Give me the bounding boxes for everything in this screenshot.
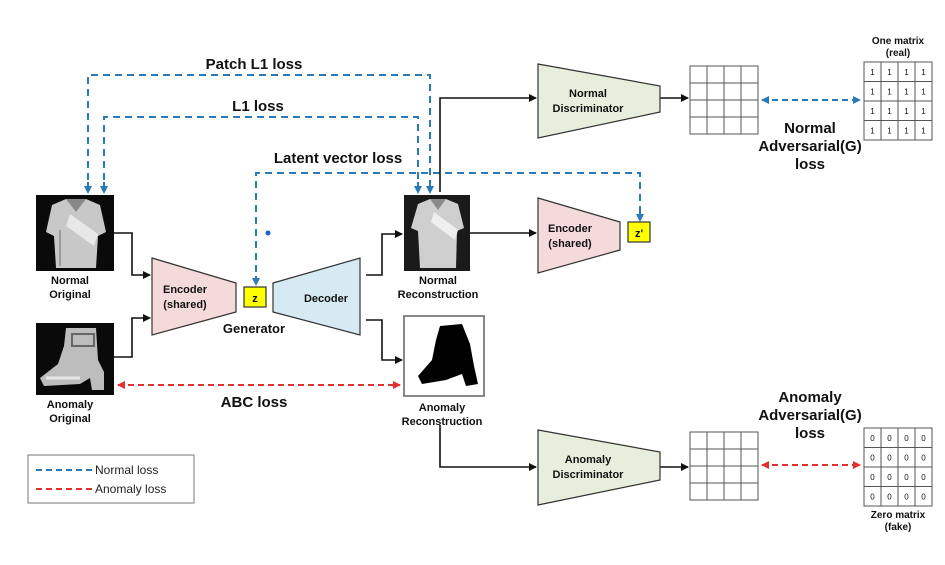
one-matrix: 1 1 1 1 1 1 1 1 1 1 1 1 1 1 1 1 bbox=[863, 61, 933, 141]
anomaly-discriminator-line1: Anomaly bbox=[565, 454, 612, 466]
patch-l1-loss-label: Patch L1 loss bbox=[206, 56, 303, 73]
normal-discriminator-shape bbox=[537, 63, 661, 139]
zero-matrix-cell: 0 bbox=[921, 434, 926, 443]
anomaly-reconstruction-line2: Reconstruction bbox=[402, 416, 483, 428]
one-matrix-cell: 1 bbox=[904, 68, 909, 77]
decoder-label: Decoder bbox=[304, 293, 349, 305]
flow-arrows bbox=[114, 94, 689, 471]
zero-matrix-cell: 0 bbox=[904, 473, 909, 482]
one-matrix-cell: 1 bbox=[887, 107, 892, 116]
zero-matrix: 0 0 0 0 0 0 0 0 0 0 0 0 0 0 0 0 bbox=[863, 427, 933, 507]
anomaly-original-image bbox=[36, 323, 114, 395]
legend-anomaly-label: Anomaly loss bbox=[95, 482, 166, 496]
normal-discriminator-line2: Discriminator bbox=[553, 103, 625, 115]
latent-vector-loss-label: Latent vector loss bbox=[274, 150, 402, 167]
anomaly-reconstruction-line1: Anomaly bbox=[419, 402, 466, 414]
encoder2-label-line2: (shared) bbox=[548, 238, 592, 250]
encoder-label-line1: Encoder bbox=[163, 284, 208, 296]
one-matrix-cell: 1 bbox=[921, 88, 926, 97]
z-box bbox=[243, 286, 267, 308]
anomaly-discriminator-shape bbox=[537, 429, 661, 506]
anomaly-discriminator-line2: Discriminator bbox=[553, 469, 625, 481]
one-matrix-title2: (real) bbox=[886, 48, 910, 59]
normal-original-line1: Normal bbox=[51, 275, 89, 287]
legend: Normal loss Anomaly loss bbox=[27, 454, 195, 504]
normal-discriminator-line1: Normal bbox=[569, 88, 607, 100]
zero-matrix-cell: 0 bbox=[870, 473, 875, 482]
one-matrix-cell: 1 bbox=[921, 127, 926, 136]
normal-adversarial-line1: Normal bbox=[784, 120, 836, 137]
normal-original-image bbox=[36, 195, 114, 271]
zero-matrix-cell: 0 bbox=[921, 493, 926, 502]
one-matrix-cell: 1 bbox=[921, 107, 926, 116]
normal-original-line2: Original bbox=[49, 289, 91, 301]
anomaly-adversarial-line1: Anomaly bbox=[778, 389, 842, 406]
z-prime-box bbox=[627, 221, 651, 243]
dot-marker bbox=[265, 230, 271, 236]
one-matrix-cell: 1 bbox=[870, 88, 875, 97]
l1-loss-label: L1 loss bbox=[232, 98, 284, 115]
latent-vector-loss-line bbox=[252, 172, 644, 286]
zero-matrix-cell: 0 bbox=[921, 454, 926, 463]
encoder2-shape bbox=[537, 197, 621, 274]
zero-matrix-cell: 0 bbox=[887, 454, 892, 463]
z-prime-label: z' bbox=[635, 228, 644, 240]
anomaly-adversarial-line3: loss bbox=[795, 425, 825, 442]
anomaly-original-line1: Anomaly bbox=[47, 399, 94, 411]
zero-matrix-cell: 0 bbox=[921, 473, 926, 482]
normal-adversarial-line2: Adversarial(G) bbox=[758, 138, 861, 155]
zero-matrix-cell: 0 bbox=[887, 493, 892, 502]
one-matrix-cell: 1 bbox=[887, 127, 892, 136]
zero-matrix-cell: 0 bbox=[904, 454, 909, 463]
one-matrix-cell: 1 bbox=[870, 68, 875, 77]
generator-caption: Generator bbox=[223, 321, 285, 336]
normal-output-grid bbox=[689, 65, 759, 135]
decoder-shape bbox=[272, 257, 361, 336]
legend-normal-label: Normal loss bbox=[95, 463, 158, 477]
zero-matrix-title1: Zero matrix bbox=[871, 510, 926, 521]
zero-matrix-title2: (fake) bbox=[885, 522, 912, 533]
normal-reconstruction-line1: Normal bbox=[419, 275, 457, 287]
zero-matrix-cell: 0 bbox=[904, 434, 909, 443]
anomaly-output-grid bbox=[689, 431, 759, 501]
encoder-label-line2: (shared) bbox=[163, 299, 207, 311]
one-matrix-cell: 1 bbox=[887, 68, 892, 77]
zero-matrix-cell: 0 bbox=[870, 493, 875, 502]
zero-matrix-cell: 0 bbox=[870, 434, 875, 443]
zero-matrix-cell: 0 bbox=[887, 473, 892, 482]
one-matrix-cell: 1 bbox=[904, 88, 909, 97]
one-matrix-cell: 1 bbox=[904, 127, 909, 136]
normal-reconstruction-image bbox=[404, 195, 470, 271]
normal-reconstruction-line2: Reconstruction bbox=[398, 289, 479, 301]
zero-matrix-cell: 0 bbox=[904, 493, 909, 502]
z-label: z bbox=[252, 293, 258, 305]
zero-matrix-cell: 0 bbox=[870, 454, 875, 463]
encoder2-label-line1: Encoder bbox=[548, 223, 593, 235]
one-matrix-cell: 1 bbox=[921, 68, 926, 77]
anomaly-reconstruction-image bbox=[403, 315, 485, 397]
zero-matrix-cell: 0 bbox=[887, 434, 892, 443]
one-matrix-cell: 1 bbox=[887, 88, 892, 97]
one-matrix-cell: 1 bbox=[904, 107, 909, 116]
one-matrix-cell: 1 bbox=[870, 107, 875, 116]
one-matrix-cell: 1 bbox=[870, 127, 875, 136]
one-matrix-title1: One matrix bbox=[872, 36, 925, 47]
abc-loss-label: ABC loss bbox=[221, 394, 288, 411]
anomaly-adversarial-line2: Adversarial(G) bbox=[758, 407, 861, 424]
l1-loss-line bbox=[100, 116, 422, 194]
normal-adversarial-line3: loss bbox=[795, 156, 825, 173]
patch-l1-loss-line bbox=[84, 74, 434, 194]
encoder-shape bbox=[151, 257, 237, 336]
anomaly-original-line2: Original bbox=[49, 413, 91, 425]
